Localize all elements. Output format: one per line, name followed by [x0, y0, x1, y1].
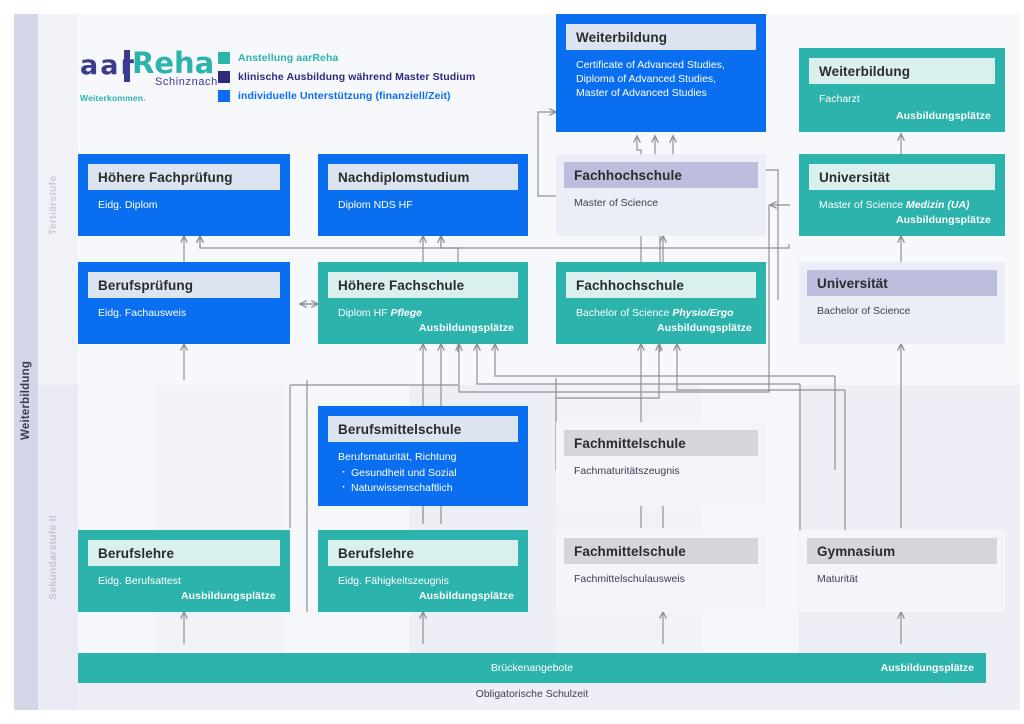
- node-hoehere-fachschule[interactable]: Höhere Fachschule Diplom HF Pflege Ausbi…: [318, 262, 528, 344]
- legend-label-anstellung: Anstellung aarReha: [238, 51, 339, 64]
- node-badge-ausbildungsplaetze: Ausbildungsplätze: [418, 322, 514, 334]
- node-title: Fachhochschule: [566, 272, 756, 298]
- node-subtitle-emphasis: Physio/Ergo: [672, 307, 734, 319]
- node-subtitle: Eidg. Fähigkeitszeugnis: [338, 575, 449, 587]
- logo-text-schinznach: Schinznach: [155, 76, 218, 88]
- node-berufslehre-attest[interactable]: Berufslehre Eidg. Berufsattest Ausbildun…: [78, 530, 290, 612]
- node-berufsmittelschule[interactable]: Berufsmittelschule Berufsmaturität, Rich…: [318, 406, 528, 506]
- node-fachhochschule-bachelor[interactable]: Fachhochschule Bachelor of Science Physi…: [556, 262, 766, 344]
- node-subtitle: Fachmaturitätszeugnis: [574, 465, 680, 477]
- node-gymnasium[interactable]: Gymnasium Maturität: [799, 530, 1005, 612]
- aarreha-logo: aar Reha Schinznach Weiterkommen.: [80, 49, 217, 104]
- bar-brueckenangebote[interactable]: Brückenangebote Ausbildungsplätze: [78, 653, 986, 683]
- node-badge-ausbildungsplaetze: Ausbildungsplätze: [895, 214, 991, 226]
- column-band-2: [156, 385, 284, 670]
- legend-swatch-teal: [218, 51, 230, 64]
- node-title: Gymnasium: [807, 538, 997, 564]
- logo-backdrop: [78, 14, 918, 40]
- node-title: Höhere Fachschule: [328, 272, 518, 298]
- node-title: Berufslehre: [88, 540, 280, 566]
- node-subtitle: Eidg. Fachausweis: [98, 307, 187, 319]
- node-universitaet-bachelor[interactable]: Universität Bachelor of Science: [799, 262, 1005, 344]
- node-badge-ausbildungsplaetze: Ausbildungsplätze: [895, 110, 991, 122]
- node-fachmittelschule-fachmatur[interactable]: Fachmittelschule Fachmaturitätszeugnis: [556, 422, 766, 506]
- node-subtitle: Diplom HF Pflege: [338, 306, 516, 320]
- legend-item-anstellung: Anstellung aarReha: [218, 50, 475, 65]
- node-berufspruefung[interactable]: Berufsprüfung Eidg. Fachausweis: [78, 262, 290, 344]
- rail-weiterbildung: [14, 14, 38, 710]
- bar-obligatorische-schulzeit: Obligatorische Schulzeit: [78, 683, 986, 705]
- node-subtitle: Master of Science Medizin (UA): [819, 198, 993, 212]
- node-subtitle: Maturität: [817, 573, 858, 585]
- node-weiterbildung-blue[interactable]: Weiterbildung Certificate of Advanced St…: [556, 14, 766, 132]
- node-subtitle: Berufsmaturität, Richtung Gesundheit und…: [338, 450, 516, 496]
- rail-label-weiterbildung: Weiterbildung: [20, 360, 32, 440]
- bar-label-obligatorische-schulzeit: Obligatorische Schulzeit: [475, 688, 589, 700]
- node-bullet-list: Gesundheit und Sozial Naturwissenschaftl…: [338, 465, 516, 496]
- node-title: Berufsmittelschule: [328, 416, 518, 442]
- rail-label-tertiaerstufe: Tertiärstufe: [47, 175, 59, 235]
- node-subtitle: Eidg. Berufsattest: [98, 575, 181, 587]
- node-title: Höhere Fachprüfung: [88, 164, 280, 190]
- node-badge-ausbildungsplaetze: Ausbildungsplätze: [180, 590, 276, 602]
- bar-label-brueckenangebote: Brückenangebote: [490, 662, 574, 674]
- node-nachdiplomstudium[interactable]: Nachdiplomstudium Diplom NDS HF: [318, 154, 528, 236]
- node-subtitle: Eidg. Diplom: [98, 199, 158, 211]
- rail-tertiaerstufe: [38, 14, 78, 385]
- node-subtitle-text: Master of Science: [819, 199, 906, 211]
- legend-label-unterstuetzung: individuelle Unterstützung (finanziell/Z…: [238, 89, 451, 102]
- node-title: Universität: [809, 164, 995, 190]
- node-subtitle-text: Diplom HF: [338, 307, 391, 319]
- node-subtitle: Diplom NDS HF: [338, 199, 413, 211]
- node-title: Berufslehre: [328, 540, 518, 566]
- node-title: Fachmittelschule: [564, 430, 758, 456]
- legend-item-unterstuetzung: individuelle Unterstützung (finanziell/Z…: [218, 88, 475, 103]
- node-subtitle-text: Berufsmaturität, Richtung: [338, 451, 457, 463]
- node-weiterbildung-teal[interactable]: Weiterbildung Facharzt Ausbildungsplätze: [799, 48, 1005, 132]
- bar-badge-ausbildungsplaetze: Ausbildungsplätze: [880, 662, 974, 674]
- rail-sekundarstufe: [38, 385, 78, 710]
- node-title: Fachhochschule: [564, 162, 758, 188]
- legend: Anstellung aarReha klinische Ausbildung …: [218, 50, 475, 107]
- legend-swatch-blue: [218, 89, 230, 102]
- node-title: Fachmittelschule: [564, 538, 758, 564]
- legend-label-klinische-ausbildung: klinische Ausbildung während Master Stud…: [238, 70, 476, 83]
- node-hoehere-fachpruefung[interactable]: Höhere Fachprüfung Eidg. Diplom: [78, 154, 290, 236]
- node-fachmittelschule[interactable]: Fachmittelschule Fachmittelschulausweis: [556, 530, 766, 612]
- node-subtitle: Facharzt: [819, 93, 860, 105]
- node-title: Nachdiplomstudium: [328, 164, 518, 190]
- node-title: Weiterbildung: [566, 24, 756, 50]
- node-badge-ausbildungsplaetze: Ausbildungsplätze: [418, 590, 514, 602]
- node-subtitle-emphasis: Pflege: [390, 307, 423, 319]
- node-berufslehre-efz[interactable]: Berufslehre Eidg. Fähigkeitszeugnis Ausb…: [318, 530, 528, 612]
- legend-item-klinische-ausbildung: klinische Ausbildung während Master Stud…: [218, 69, 475, 84]
- rail-label-sekundarstufe: Sekundarstufe II: [47, 515, 59, 600]
- logo-claim: Weiterkommen.: [80, 93, 146, 103]
- node-subtitle-text: Bachelor of Science: [576, 307, 673, 319]
- node-subtitle: Fachmittelschulausweis: [574, 573, 685, 585]
- node-bullet-item: Naturwissenschaftlich: [342, 480, 516, 496]
- node-title: Berufsprüfung: [88, 272, 280, 298]
- node-subtitle: Bachelor of Science Physio/Ergo: [576, 306, 754, 320]
- node-subtitle: Bachelor of Science: [817, 305, 911, 317]
- node-bullet-item: Gesundheit und Sozial: [342, 465, 516, 481]
- node-subtitle: Master of Science: [574, 197, 659, 209]
- node-subtitle-emphasis: Medizin (UA): [905, 199, 970, 211]
- column-band-1: [78, 385, 156, 670]
- node-universitaet-master[interactable]: Universität Master of Science Medizin (U…: [799, 154, 1005, 236]
- logo-divider-bar: [124, 50, 130, 82]
- node-subtitle: Certificate of Advanced Studies, Diploma…: [576, 59, 725, 99]
- node-title: Weiterbildung: [809, 58, 995, 84]
- node-badge-ausbildungsplaetze: Ausbildungsplätze: [656, 322, 752, 334]
- node-title: Universität: [807, 270, 997, 296]
- logo-text-reha: Reha: [132, 46, 215, 80]
- node-fachhochschule-master[interactable]: Fachhochschule Master of Science: [556, 154, 766, 236]
- legend-swatch-navy: [218, 70, 230, 83]
